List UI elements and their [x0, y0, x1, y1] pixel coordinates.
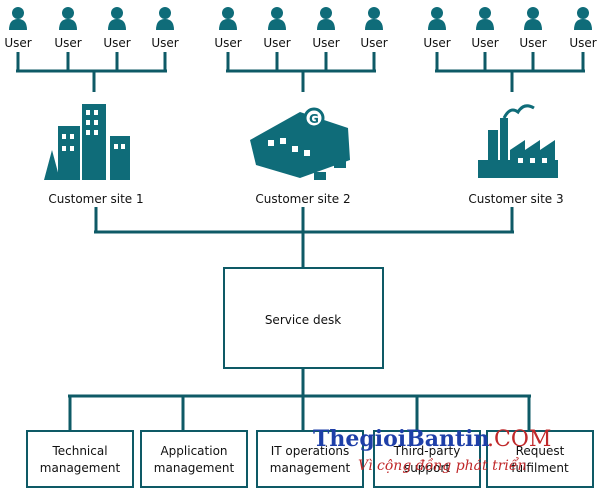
user-icon: User: [471, 7, 499, 50]
team-box: IT operations management: [256, 430, 364, 488]
user-label: User: [151, 36, 178, 50]
user-icon: User: [519, 7, 547, 50]
watermark-tagline: Vì cộng đồng phát triển: [358, 456, 527, 474]
office-buildings-icon: [44, 104, 130, 180]
user-icon: User: [312, 7, 340, 50]
watermark-brand: ThegioiBantin: [313, 426, 490, 452]
user-icon: User: [4, 7, 32, 50]
user-icons: User User User User User User User User User User…: [4, 7, 597, 50]
team-label-line2: management: [154, 461, 235, 475]
user-label: User: [312, 36, 339, 50]
user-icon: User: [263, 7, 291, 50]
watermark-suffix: .COM: [487, 427, 551, 452]
customer-site-label: Customer site 1: [48, 192, 143, 206]
user-icon: User: [569, 7, 597, 50]
svg-text:G: G: [309, 112, 319, 126]
user-label: User: [423, 36, 450, 50]
user-icon: User: [151, 7, 179, 50]
team-label-line2: management: [270, 461, 351, 475]
team-label-line1: Application: [160, 444, 227, 458]
watermark: ThegioiBantin.COM Vì cộng đồng phát triển: [313, 426, 551, 474]
site-icons: G: [44, 104, 558, 180]
user-label: User: [471, 36, 498, 50]
team-label-line1: Third-party: [393, 444, 461, 458]
user-label: User: [103, 36, 130, 50]
team-label-line2: support: [404, 461, 450, 475]
user-icon: User: [54, 7, 82, 50]
user-label: User: [360, 36, 387, 50]
team-box: Application management: [140, 430, 248, 488]
customer-site-label: Customer site 3: [468, 192, 563, 206]
user-icon: User: [103, 7, 131, 50]
connector-lines: [16, 52, 585, 431]
team-label-line1: Technical: [51, 444, 107, 458]
user-icon: User: [423, 7, 451, 50]
boxes: Service deskTechnicalmanagementApplicati…: [26, 267, 594, 488]
service-desk-label: Service desk: [265, 313, 341, 327]
user-label: User: [519, 36, 546, 50]
team-box: Technical management: [26, 430, 134, 488]
team-label-line2: management: [40, 461, 121, 475]
team-label-line2: fulfilment: [511, 461, 569, 475]
user-icon: User: [360, 7, 388, 50]
team-label-line1: Request: [516, 444, 565, 458]
user-label: User: [214, 36, 241, 50]
user-label: User: [54, 36, 81, 50]
user-label: User: [263, 36, 290, 50]
user-label: User: [569, 36, 596, 50]
team-box: Request fulfilment: [486, 430, 594, 488]
user-icon: User: [214, 7, 242, 50]
customer-site-label: Customer site 2: [255, 192, 350, 206]
retail-store-icon: G: [250, 107, 350, 180]
labels: Customer site 1 Customer site 2 Customer s…: [48, 192, 563, 206]
service-desk-box: [223, 267, 384, 369]
user-label: User: [4, 36, 31, 50]
team-label-line1: IT operations: [271, 444, 350, 458]
team-box: Third-party support: [373, 430, 481, 488]
factory-icon: [478, 104, 558, 178]
